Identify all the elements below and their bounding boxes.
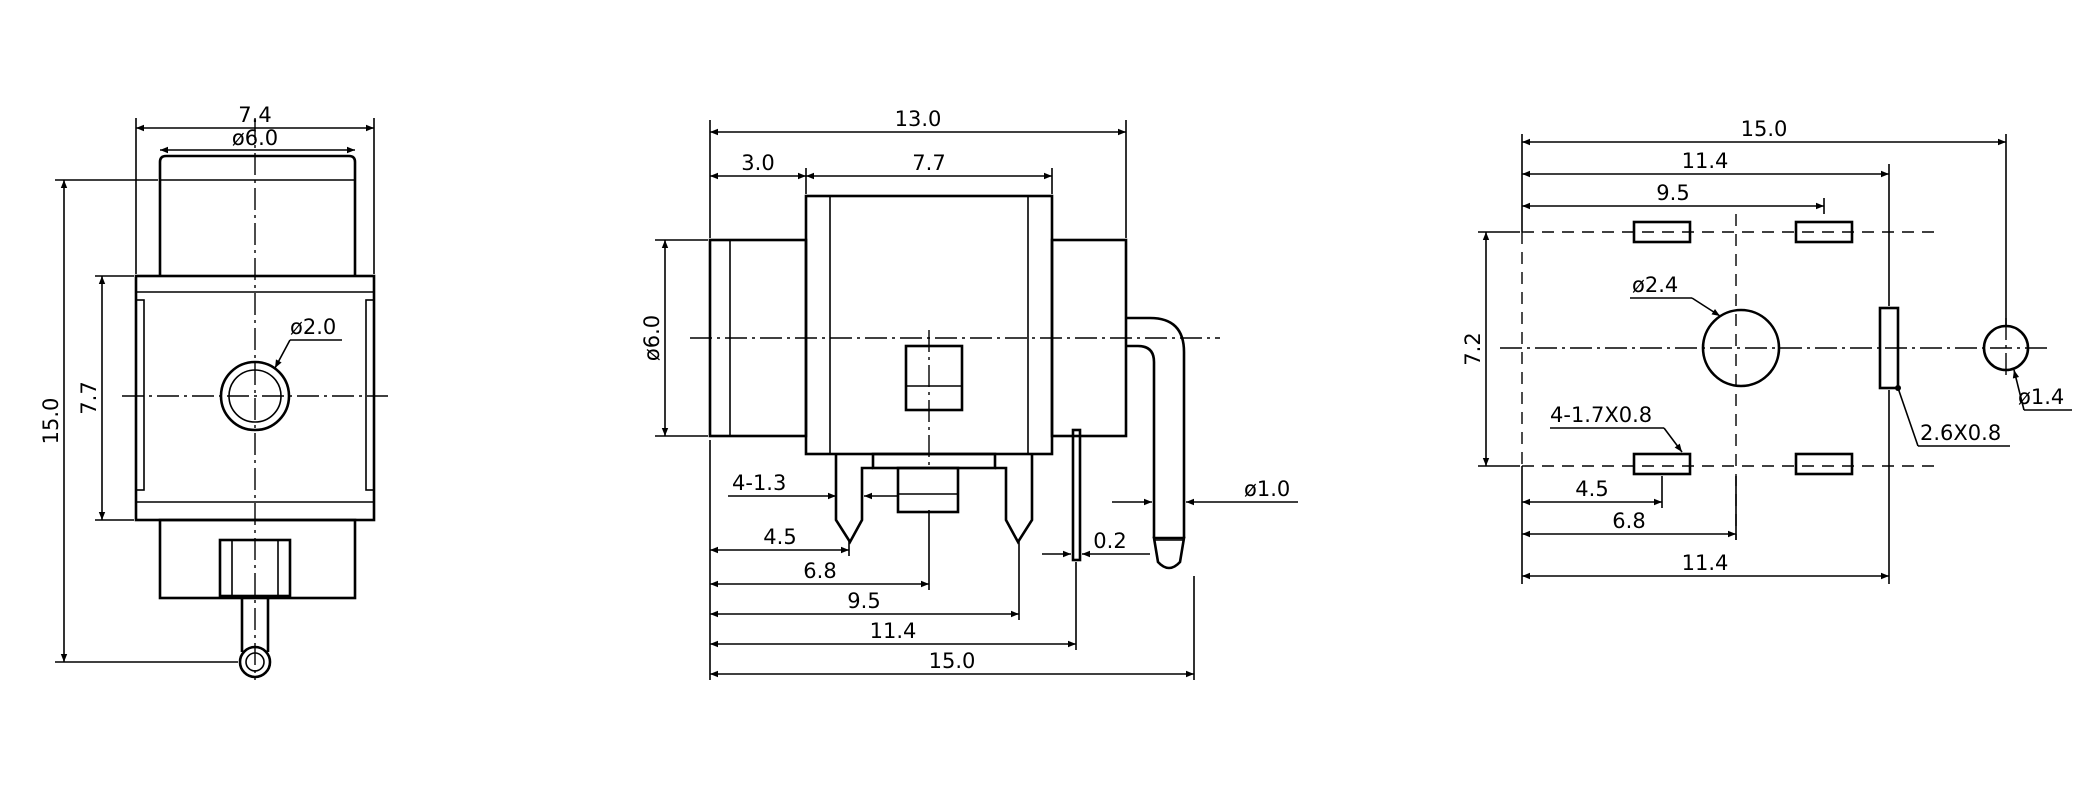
- side-length-label: 13.0: [895, 107, 942, 131]
- side-dim-9-5-label: 9.5: [847, 589, 880, 613]
- front-height-label: 15.0: [39, 398, 63, 445]
- front-barrel-diameter-label: ø6.0: [232, 126, 278, 150]
- side-dim-15-0-label: 15.0: [929, 649, 976, 673]
- side-front-length-label: 3.0: [741, 151, 774, 175]
- footprint-height-label: 7.2: [1461, 332, 1485, 365]
- footprint-dim-4-5-label: 4.5: [1575, 477, 1608, 501]
- side-dim-11-4-label: 11.4: [870, 619, 917, 643]
- side-thickness-label: 0.2: [1093, 529, 1126, 553]
- footprint-hole-diameter-label: ø2.4: [1632, 273, 1678, 297]
- footprint-dim-9-5-label: 9.5: [1656, 181, 1689, 205]
- footprint-length-label: 15.0: [1741, 117, 1788, 141]
- front-body-height-label: 7.7: [77, 381, 101, 414]
- side-view: 13.0 3.0 7.7 ø6.0 4-1.3 ø1.0 0.2 4.5: [640, 107, 1298, 680]
- footprint-pin-hole-diameter-label: ø1.4: [2018, 385, 2064, 409]
- side-pin-width-label: 4-1.3: [732, 471, 786, 495]
- side-dim-6-8-label: 6.8: [803, 559, 836, 583]
- side-barrel-diameter-label: ø6.0: [640, 315, 664, 361]
- side-dim-4-5-label: 4.5: [763, 525, 796, 549]
- footprint-dim-6-8-label: 6.8: [1612, 509, 1645, 533]
- footprint-slot-size-label: 2.6X0.8: [1920, 421, 2001, 445]
- footprint-pad-size-label: 4-1.7X0.8: [1550, 403, 1652, 427]
- footprint-view: 15.0 11.4 9.5 7.2 ø2.4 4-1.7X0.8 2.6X0.8…: [1461, 117, 2072, 584]
- side-pin-diameter-label: ø1.0: [1244, 477, 1290, 501]
- side-body-length-label: 7.7: [912, 151, 945, 175]
- footprint-dim-11-4-top-label: 11.4: [1682, 149, 1729, 173]
- footprint-dim-11-4-bottom-label: 11.4: [1682, 551, 1729, 575]
- front-hole-diameter-label: ø2.0: [290, 315, 336, 339]
- front-view: 7.4 ø6.0 ø2.0 7.7 15.0: [39, 103, 388, 680]
- front-width-label: 7.4: [238, 103, 271, 127]
